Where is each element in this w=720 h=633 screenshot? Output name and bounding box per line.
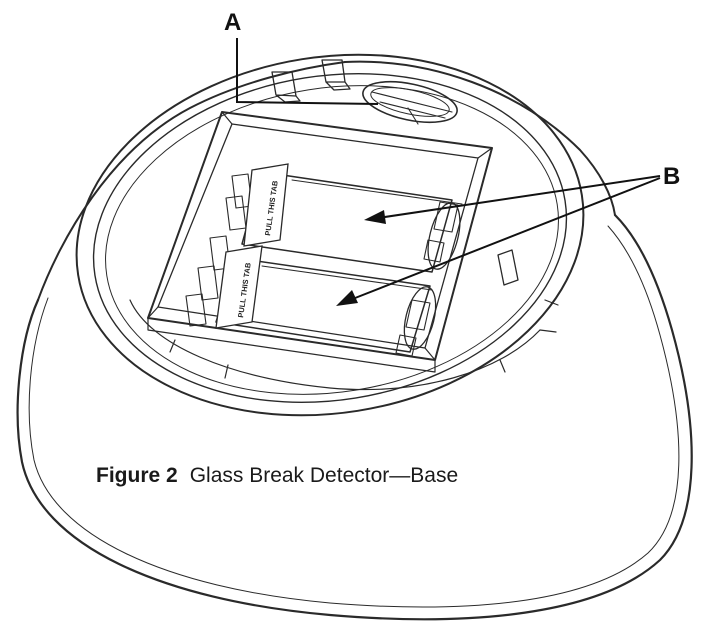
- base-outer-skirt-inner-line: [28, 225, 680, 608]
- callout-a-label: A: [224, 9, 241, 36]
- callout-b-leader-lower: [349, 177, 661, 301]
- rim-notch-right: [497, 249, 519, 286]
- inner-rim-ring: [92, 73, 568, 403]
- callout-b-label: B: [663, 163, 680, 190]
- base-outer-skirt: [16, 213, 693, 621]
- rim-clip-left: [271, 71, 301, 103]
- slot-a: [362, 80, 458, 125]
- figure-number: Figure 2: [96, 464, 178, 487]
- callout-b-arrowhead-upper: [364, 210, 386, 224]
- callout-b-leader-upper: [377, 175, 661, 219]
- rim-clip-right: [321, 59, 351, 91]
- inner-rim-ring-2: [105, 85, 559, 395]
- pull-tab-upper[interactable]: PULL THIS TAB: [243, 163, 289, 247]
- battery-contacts-right: [395, 201, 459, 357]
- callout-b-arrowhead-lower: [336, 290, 358, 306]
- figure-caption: Figure 2 Glass Break Detector—Base: [96, 464, 458, 488]
- figure-title: Glass Break Detector—Base: [189, 464, 459, 487]
- pull-tab-lower[interactable]: PULL THIS TAB: [215, 245, 263, 329]
- outer-rim-ring: [75, 53, 585, 417]
- cavity-floor-edge: [129, 299, 541, 391]
- battery-compartment-outer: [147, 111, 493, 361]
- callout-a-leader: [236, 38, 379, 105]
- base-top-edge-right: [344, 60, 616, 216]
